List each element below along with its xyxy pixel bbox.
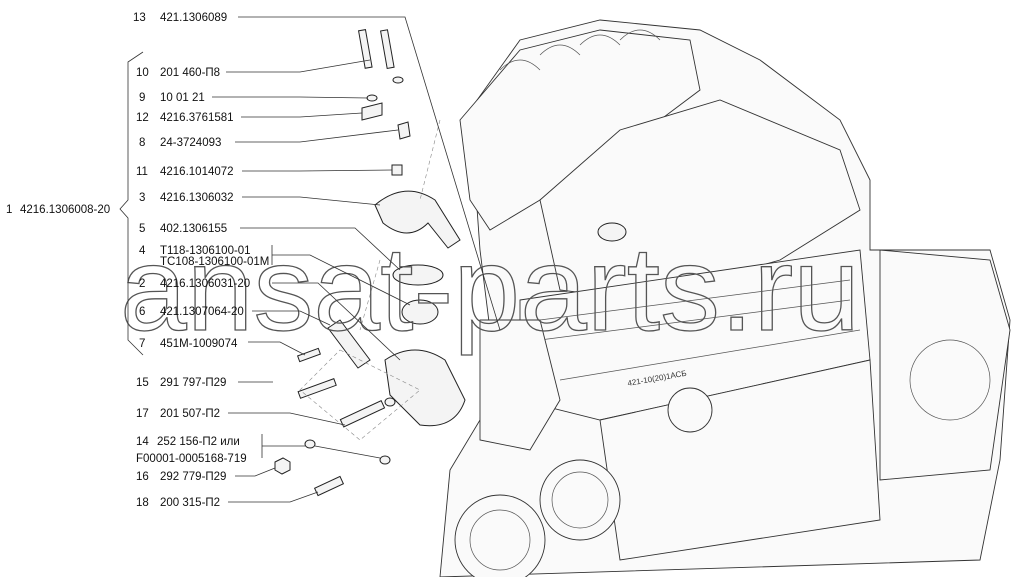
svg-text:11: 11 — [136, 166, 148, 178]
svg-text:3: 3 — [139, 192, 145, 204]
callout-8[interactable]: 8 24-3724093 — [139, 129, 399, 149]
bellhousing — [879, 249, 1011, 481]
bolt-17 — [339, 399, 386, 428]
washer-14a — [304, 439, 316, 449]
sensor-11 — [391, 164, 403, 176]
callout-2[interactable]: 2 4216.1306031-20 — [139, 278, 401, 361]
thermostat-cover-3 — [374, 190, 461, 249]
svg-text:2: 2 — [139, 278, 145, 290]
svg-text:421.1306089: 421.1306089 — [160, 12, 227, 24]
callout-6[interactable]: 6 421.1307064-20 — [139, 306, 331, 326]
svg-text:252 156-П2 или: 252 156-П2 или — [157, 436, 240, 448]
svg-text:18: 18 — [136, 497, 149, 509]
fitting-6 — [327, 319, 371, 369]
svg-text:402.1306155: 402.1306155 — [160, 223, 227, 235]
svg-text:10 01 21: 10 01 21 — [160, 92, 205, 104]
callout-16[interactable]: 16 292 779-П29 — [136, 467, 276, 483]
callout-9[interactable]: 9 10 01 21 — [139, 92, 369, 104]
svg-text:10: 10 — [136, 67, 149, 79]
callout-15[interactable]: 15 291 797-П29 — [136, 377, 273, 389]
pulley — [454, 494, 546, 577]
callout-14[interactable]: 14 252 156-П2 или F00001-0005168-719 — [136, 434, 381, 465]
washer-9 — [366, 94, 378, 102]
svg-text:291 797-П29: 291 797-П29 — [160, 377, 226, 389]
svg-text:4216.1306032: 4216.1306032 — [160, 192, 234, 204]
svg-text:9: 9 — [139, 92, 145, 104]
callout-5[interactable]: 5 402.1306155 — [139, 223, 401, 271]
svg-text:14: 14 — [136, 436, 149, 448]
svg-text:12: 12 — [136, 112, 149, 124]
bracket-12 — [361, 102, 383, 121]
assembly-bracket — [119, 51, 144, 356]
svg-text:17: 17 — [136, 408, 149, 420]
callout-11[interactable]: 11 4216.1014072 — [136, 166, 393, 178]
svg-text:15: 15 — [136, 377, 149, 389]
svg-text:ТС108-1306100-01М: ТС108-1306100-01М — [160, 256, 269, 268]
assembly-part: 4216.1306008-20 — [20, 204, 110, 216]
callout-3[interactable]: 3 4216.1306032 — [139, 192, 381, 206]
bolt-10b — [380, 29, 395, 70]
bolt-18 — [313, 475, 345, 497]
engine-illustration: 421-10(20)1АСБ — [439, 19, 1011, 577]
callout-10[interactable]: 10 201 460-П8 — [136, 59, 371, 79]
stud-15 — [297, 378, 337, 399]
watermark: ansat-parts.ru — [120, 222, 860, 356]
callout-13[interactable]: 13 421.1306089 — [133, 12, 501, 331]
callout-18[interactable]: 18 200 315-П2 — [136, 491, 319, 509]
thermostat-4 — [401, 299, 439, 325]
svg-text:8: 8 — [139, 137, 145, 149]
gasket-flange — [479, 319, 561, 451]
svg-text:13: 13 — [133, 12, 146, 24]
callout-17[interactable]: 17 201 507-П2 — [136, 408, 346, 426]
svg-text:451М-1009074: 451М-1009074 — [160, 338, 238, 350]
svg-text:4: 4 — [139, 245, 146, 257]
pump — [667, 387, 713, 433]
assembly-num: 1 — [6, 204, 12, 216]
svg-text:4216.3761581: 4216.3761581 — [160, 112, 234, 124]
o-ring-5 — [392, 264, 444, 286]
oil-filler-cap — [597, 222, 627, 242]
exploded-parts — [274, 29, 466, 497]
svg-text:F00001-0005168-719: F00001-0005168-719 — [136, 453, 247, 465]
svg-text:4216.1014072: 4216.1014072 — [160, 166, 234, 178]
svg-text:6: 6 — [139, 306, 145, 318]
svg-text:200 315-П2: 200 315-П2 — [160, 497, 220, 509]
svg-text:201 507-П2: 201 507-П2 — [160, 408, 220, 420]
svg-text:292 779-П29: 292 779-П29 — [160, 471, 226, 483]
clip-8 — [397, 121, 411, 140]
svg-text:24-3724093: 24-3724093 — [160, 137, 221, 149]
nut-16 — [274, 457, 291, 475]
stud-7 — [296, 347, 322, 363]
svg-text:7: 7 — [139, 338, 145, 350]
bolt-10a — [357, 29, 373, 69]
svg-text:16: 16 — [136, 471, 149, 483]
svg-text:5: 5 — [139, 223, 145, 235]
svg-text:Т118-1306100-01: Т118-1306100-01 — [160, 245, 251, 257]
callout-12[interactable]: 12 4216.3761581 — [136, 112, 363, 124]
washer-14b — [379, 455, 391, 465]
svg-text:421.1307064-20: 421.1307064-20 — [160, 306, 244, 318]
callout-4[interactable]: 4 Т118-1306100-01 ТС108-1306100-01М — [139, 245, 411, 306]
callout-7[interactable]: 7 451М-1009074 — [139, 338, 306, 356]
svg-text:4216.1306031-20: 4216.1306031-20 — [160, 278, 250, 290]
svg-text:201 460-П8: 201 460-П8 — [160, 67, 220, 79]
thermostat-housing-2 — [384, 349, 466, 427]
